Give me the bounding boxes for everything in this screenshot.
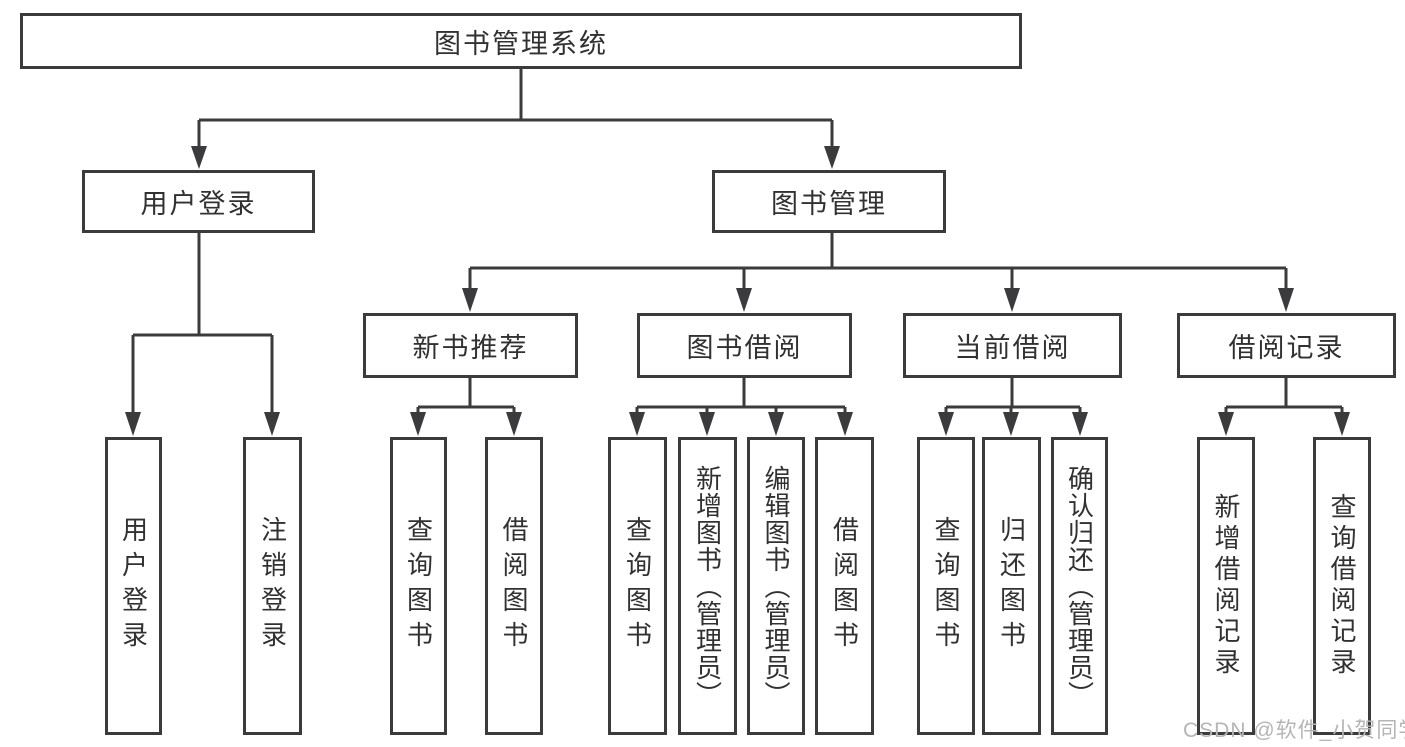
leaf-confirm-return-admin: 确认归还（管理员）	[1051, 437, 1108, 735]
node-borrowing-records: 借阅记录	[1177, 313, 1396, 378]
node-label: 图书管理系统	[434, 28, 608, 59]
leaf-query-borrow-record: 查询借阅记录	[1313, 437, 1371, 735]
leaf-label: 新增借阅记录	[1211, 493, 1241, 679]
leaf-label: 用户登录	[118, 516, 149, 656]
leaf-label: 借阅图书	[829, 516, 860, 656]
leaf-label: 借阅图书	[499, 516, 529, 656]
node-label: 图书借阅	[686, 333, 803, 363]
leaf-label: 注销登录	[257, 516, 288, 656]
leaf-borrow-books: 借阅图书	[815, 437, 874, 735]
leaf-label: 查询图书	[931, 516, 961, 656]
leaf-label: 查询图书	[403, 516, 434, 656]
node-label: 借阅记录	[1228, 333, 1345, 363]
csdn-watermark: CSDN @软件_小贺同学	[1183, 719, 1405, 742]
leaf-user-login: 用户登录	[105, 437, 162, 735]
node-label: 用户登录	[140, 189, 257, 219]
leaf-label: 确认归还（管理员）	[1064, 464, 1095, 708]
leaf-label: 编辑图书（管理员）	[761, 464, 791, 708]
leaf-label: 查询借阅记录	[1327, 493, 1357, 679]
leaf-add-book-admin: 新增图书（管理员）	[678, 437, 737, 735]
node-book-management: 图书管理	[712, 170, 946, 233]
node-label: 当前借阅	[954, 333, 1071, 363]
leaf-borrow-books-recommend: 借阅图书	[485, 437, 543, 735]
arrowheads	[125, 146, 1350, 436]
leaf-label: 归还图书	[996, 516, 1027, 656]
node-label: 图书管理	[771, 189, 887, 219]
node-book-borrowing: 图书借阅	[637, 313, 852, 378]
leaf-return-book: 归还图书	[982, 437, 1041, 735]
leaf-query-books-borrow: 查询图书	[608, 437, 667, 735]
node-current-borrowing: 当前借阅	[903, 313, 1122, 378]
leaf-label: 新增图书（管理员）	[692, 464, 723, 708]
node-label: 新书推荐	[412, 333, 529, 363]
leaf-query-books-recommend: 查询图书	[390, 437, 447, 735]
node-user-login: 用户登录	[82, 170, 315, 233]
node-new-book-recommendation: 新书推荐	[363, 313, 578, 378]
leaf-edit-book-admin: 编辑图书（管理员）	[747, 437, 805, 735]
leaf-label: 查询图书	[622, 516, 653, 656]
leaf-add-borrow-record: 新增借阅记录	[1197, 437, 1255, 735]
leaf-query-books-current: 查询图书	[917, 437, 975, 735]
node-library-management-system: 图书管理系统	[20, 13, 1022, 69]
leaf-logout: 注销登录	[243, 437, 302, 735]
